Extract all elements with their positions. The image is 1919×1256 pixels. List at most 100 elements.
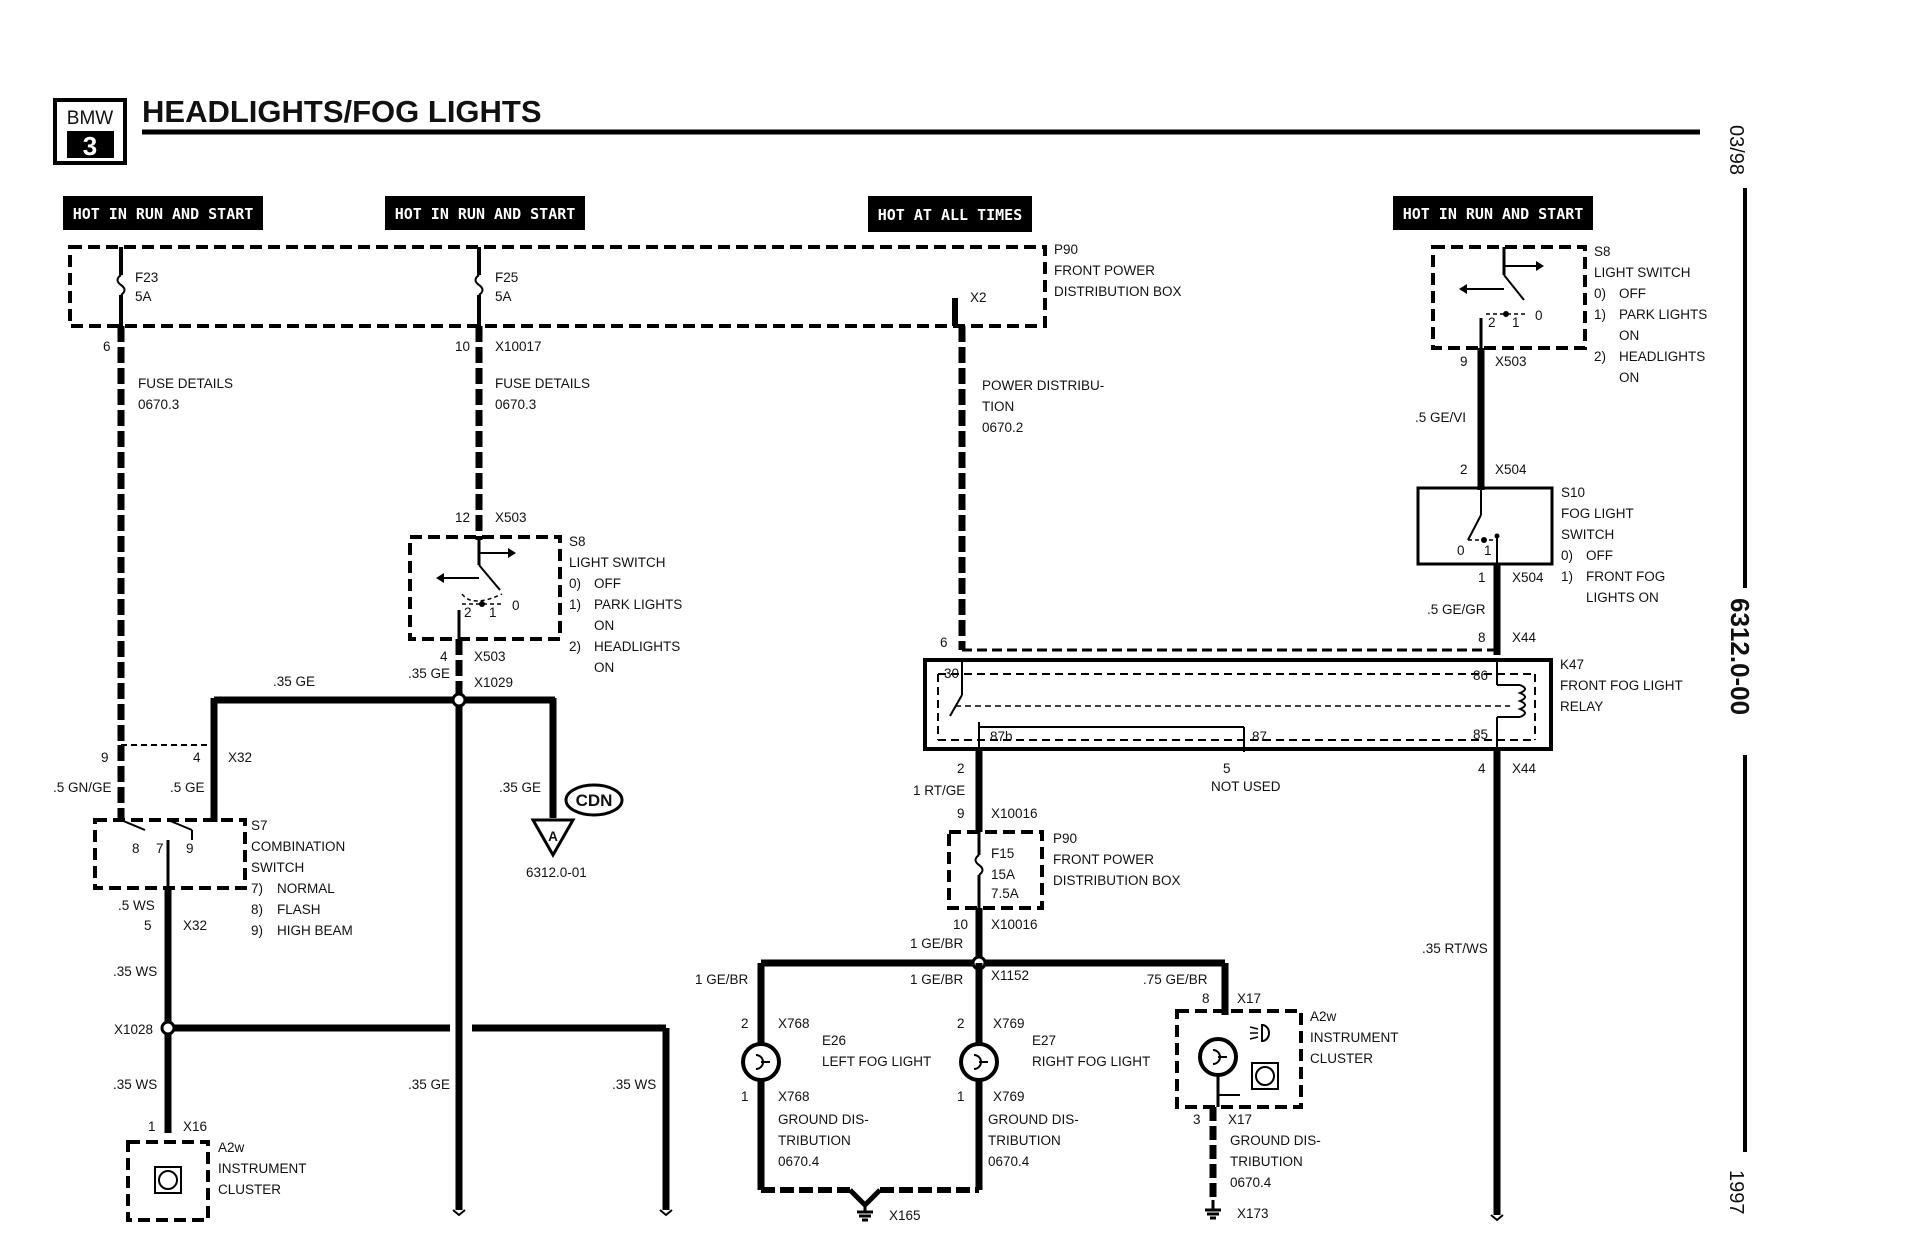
svg-text:2): 2)	[569, 639, 581, 654]
svg-text:FRONT FOG: FRONT FOG	[1586, 569, 1665, 584]
svg-text:X769: X769	[993, 1089, 1025, 1104]
svg-text:85: 85	[1473, 727, 1488, 742]
svg-text:7): 7)	[251, 881, 263, 896]
svg-text:INSTRUMENT: INSTRUMENT	[1310, 1030, 1399, 1045]
svg-text:1: 1	[1512, 315, 1520, 330]
svg-text:LIGHTS ON: LIGHTS ON	[1586, 590, 1659, 605]
svg-text:S8: S8	[569, 534, 586, 549]
svg-text:X1152: X1152	[991, 968, 1029, 983]
a2w-instrument-cluster-right: A2w INSTRUMENT CLUSTER	[1175, 1009, 1399, 1109]
svg-text:0: 0	[1457, 543, 1465, 558]
svg-text:X17: X17	[1237, 991, 1261, 1006]
svg-text:0): 0)	[569, 576, 581, 591]
svg-text:2: 2	[1460, 462, 1468, 477]
svg-text:LEFT FOG LIGHT: LEFT FOG LIGHT	[822, 1054, 931, 1069]
svg-text:7.5A: 7.5A	[991, 886, 1019, 901]
svg-text:10: 10	[455, 339, 470, 354]
connector-x1028: X1028	[114, 1022, 153, 1037]
svg-text:12: 12	[455, 510, 470, 525]
svg-text:TRIBUTION: TRIBUTION	[988, 1133, 1061, 1148]
year-label: 1997	[1725, 1170, 1747, 1215]
svg-text:2: 2	[957, 1016, 965, 1031]
svg-text:X16: X16	[183, 1119, 207, 1134]
svg-text:ON: ON	[1619, 328, 1639, 343]
svg-text:.35 GE: .35 GE	[408, 1077, 450, 1092]
s10-fog-light-switch: 0 1 S10 FOG LIGHT SWITCH 0)OFF 1)FRONT F…	[1416, 485, 1665, 605]
svg-text:9: 9	[957, 806, 965, 821]
svg-text:.5 GN/GE: .5 GN/GE	[53, 780, 112, 795]
svg-text:X17: X17	[1228, 1112, 1252, 1127]
svg-text:1): 1)	[1561, 569, 1573, 584]
svg-text:ON: ON	[594, 618, 614, 633]
svg-text:X10016: X10016	[991, 917, 1038, 932]
svg-text:X503: X503	[1495, 354, 1527, 369]
svg-text:OFF: OFF	[1586, 548, 1613, 563]
svg-text:0670.4: 0670.4	[1230, 1175, 1272, 1190]
fuse-f23: F23	[135, 270, 158, 285]
svg-text:S8: S8	[1594, 244, 1611, 259]
svg-text:ON: ON	[1619, 370, 1639, 385]
svg-text:2: 2	[957, 761, 965, 776]
svg-text:X503: X503	[474, 649, 506, 664]
svg-text:X2: X2	[970, 290, 987, 305]
svg-text:OFF: OFF	[594, 576, 621, 591]
svg-text:HOT IN RUN AND START: HOT IN RUN AND START	[395, 205, 576, 223]
svg-text:NOT USED: NOT USED	[1211, 779, 1281, 794]
svg-text:CDN: CDN	[576, 791, 613, 810]
svg-text:S10: S10	[1561, 485, 1585, 500]
svg-text:0670.3: 0670.3	[495, 397, 536, 412]
svg-text:GROUND DIS-: GROUND DIS-	[1230, 1133, 1321, 1148]
svg-text:0670.3: 0670.3	[138, 397, 179, 412]
svg-text:1: 1	[489, 605, 497, 620]
fuse-f25: F25	[495, 270, 518, 285]
svg-text:8: 8	[132, 841, 140, 856]
svg-text:X165: X165	[889, 1208, 921, 1223]
logo-number: 3	[83, 131, 97, 161]
svg-text:1 GE/BR: 1 GE/BR	[910, 972, 964, 987]
svg-text:HEADLIGHTS: HEADLIGHTS	[594, 639, 680, 654]
svg-text:RELAY: RELAY	[1560, 699, 1603, 714]
svg-text:RIGHT FOG LIGHT: RIGHT FOG LIGHT	[1032, 1054, 1150, 1069]
svg-text:X768: X768	[778, 1089, 810, 1104]
svg-text:LIGHT SWITCH: LIGHT SWITCH	[1594, 265, 1691, 280]
svg-text:2): 2)	[1594, 349, 1606, 364]
svg-text:NORMAL: NORMAL	[277, 881, 335, 896]
svg-text:A2w: A2w	[1310, 1009, 1337, 1024]
svg-text:5A: 5A	[495, 289, 512, 304]
svg-text:1: 1	[1478, 570, 1486, 585]
svg-text:.35 WS: .35 WS	[612, 1077, 656, 1092]
svg-text:HOT IN RUN AND START: HOT IN RUN AND START	[73, 205, 254, 223]
svg-text:X44: X44	[1512, 630, 1537, 645]
svg-text:INSTRUMENT: INSTRUMENT	[218, 1161, 307, 1176]
splice-x1028	[160, 1020, 176, 1036]
svg-text:ON: ON	[594, 660, 614, 675]
svg-text:COMBINATION: COMBINATION	[251, 839, 345, 854]
p90-fuse-f15: F15 15A 7.5A P90 FRONT POWER DISTRIBUTIO…	[947, 830, 1181, 910]
svg-text:SWITCH: SWITCH	[251, 860, 304, 875]
svg-text:X768: X768	[778, 1016, 810, 1031]
svg-text:X1029: X1029	[474, 675, 513, 690]
k47-front-fog-light-relay: 30 86 87b 87 85 K47 FRONT FOG LIGHT RELA…	[923, 657, 1683, 752]
svg-text:PARK LIGHTS: PARK LIGHTS	[1619, 307, 1707, 322]
logo-text: BMW	[67, 108, 114, 129]
svg-text:6312.0-01: 6312.0-01	[526, 865, 587, 880]
svg-text:0): 0)	[1594, 286, 1606, 301]
svg-text:15A: 15A	[991, 867, 1015, 882]
svg-text:TRIBUTION: TRIBUTION	[778, 1133, 851, 1148]
svg-text:F15: F15	[991, 846, 1014, 861]
svg-text:.75 GE/BR: .75 GE/BR	[1143, 972, 1208, 987]
svg-text:3: 3	[1193, 1112, 1201, 1127]
svg-text:86: 86	[1473, 668, 1488, 683]
svg-text:X44: X44	[1512, 761, 1537, 776]
svg-text:FRONT POWER: FRONT POWER	[1054, 263, 1155, 278]
s8-light-switch-left: 2 1 0 S8 LIGHT SWITCH 0)OFF 1)PARK LIGHT…	[408, 534, 682, 675]
supply-label-2: HOT IN RUN AND START	[385, 196, 585, 230]
p90-front-power-distribution-box: P90 FRONT POWER DISTRIBUTION BOX F23 5A …	[68, 242, 1182, 328]
svg-text:.5 GE: .5 GE	[170, 780, 205, 795]
date-label: 03/98	[1725, 125, 1747, 175]
svg-text:X10016: X10016	[991, 806, 1038, 821]
splice-x1029	[451, 692, 467, 708]
svg-text:1): 1)	[569, 597, 581, 612]
svg-text:10: 10	[953, 917, 968, 932]
